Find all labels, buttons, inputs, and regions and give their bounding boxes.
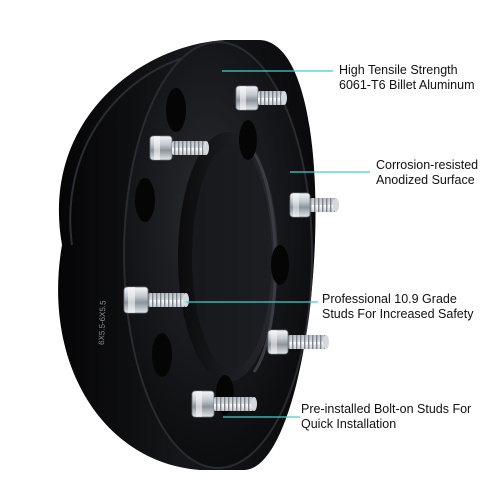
lug-stud xyxy=(289,192,339,218)
callout-line: Corrosion-resisted xyxy=(376,158,479,172)
callout-preinstalled: Pre-installed Bolt-on Studs For Quick In… xyxy=(301,402,471,432)
lug-stud xyxy=(267,329,329,355)
callout-studs: Professional 10.9 Grade Studs For Increa… xyxy=(322,292,473,322)
lug-stud xyxy=(123,286,189,314)
callout-line: Studs For Increased Safety xyxy=(322,307,474,321)
engraving-text: 6X5.5-6X5.5 xyxy=(97,300,108,345)
leader-lines xyxy=(186,70,370,418)
callout-strength: High Tensile Strength 6061-T6 Billet Alu… xyxy=(339,63,474,93)
callout-line: High Tensile Strength xyxy=(339,63,458,77)
callout-line: Quick Installation xyxy=(301,417,397,431)
lug-stud xyxy=(191,390,257,418)
lug-stud xyxy=(235,85,287,111)
bolt-holes xyxy=(135,88,289,415)
callout-line: 6061-T6 Billet Aluminum xyxy=(339,78,475,92)
callout-line: Professional 10.9 Grade xyxy=(322,292,457,306)
lug-stud xyxy=(149,135,209,161)
callout-line: Anodized Surface xyxy=(376,173,475,187)
callout-line: Pre-installed Bolt-on Studs For xyxy=(301,402,472,416)
callout-anodized: Corrosion-resisted Anodized Surface xyxy=(376,158,478,188)
